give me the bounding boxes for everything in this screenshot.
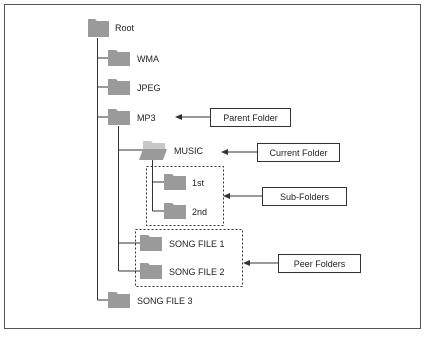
node-1st-label: 1st — [192, 178, 205, 188]
sub-folders-callout: Sub-Folders — [280, 192, 330, 202]
second-folder-icon — [164, 203, 186, 219]
current-folder-callout: Current Folder — [269, 148, 327, 158]
tree-lines — [97, 38, 164, 301]
wma-folder-icon — [108, 50, 130, 66]
node-song-file-1-label: SONG FILE 1 — [169, 239, 225, 249]
node-music-label: MUSIC — [174, 146, 204, 156]
peer-folders-callout: Peer Folders — [294, 259, 346, 269]
callout-arrows — [175, 114, 278, 266]
node-2nd-label: 2nd — [192, 207, 207, 217]
sub-folders-callout-box — [262, 187, 347, 206]
node-jpeg-label: JPEG — [137, 83, 161, 93]
current-folder-callout-box — [257, 143, 340, 162]
jpeg-folder-icon — [108, 79, 130, 95]
mp3-folder-icon — [108, 109, 130, 125]
song-file-2-icon — [140, 263, 162, 279]
root-folder-icon — [88, 19, 109, 37]
music-open-folder-icon — [139, 141, 167, 160]
peer-folders-group-box — [135, 229, 243, 287]
parent-folder-callout-box — [210, 108, 291, 127]
parent-folder-callout: Parent Folder — [223, 113, 278, 123]
first-folder-icon — [164, 174, 186, 190]
peer-folders-callout-box — [278, 254, 361, 273]
node-song-file-2-label: SONG FILE 2 — [169, 267, 225, 277]
node-root-label: Root — [115, 23, 135, 33]
song-file-1-icon — [140, 235, 162, 251]
diagram-frame — [4, 4, 421, 329]
node-mp3-label: MP3 — [137, 113, 156, 123]
node-wma-label: WMA — [137, 54, 159, 64]
song-file-3-icon — [108, 292, 130, 308]
node-song-file-3-label: SONG FILE 3 — [137, 296, 193, 306]
